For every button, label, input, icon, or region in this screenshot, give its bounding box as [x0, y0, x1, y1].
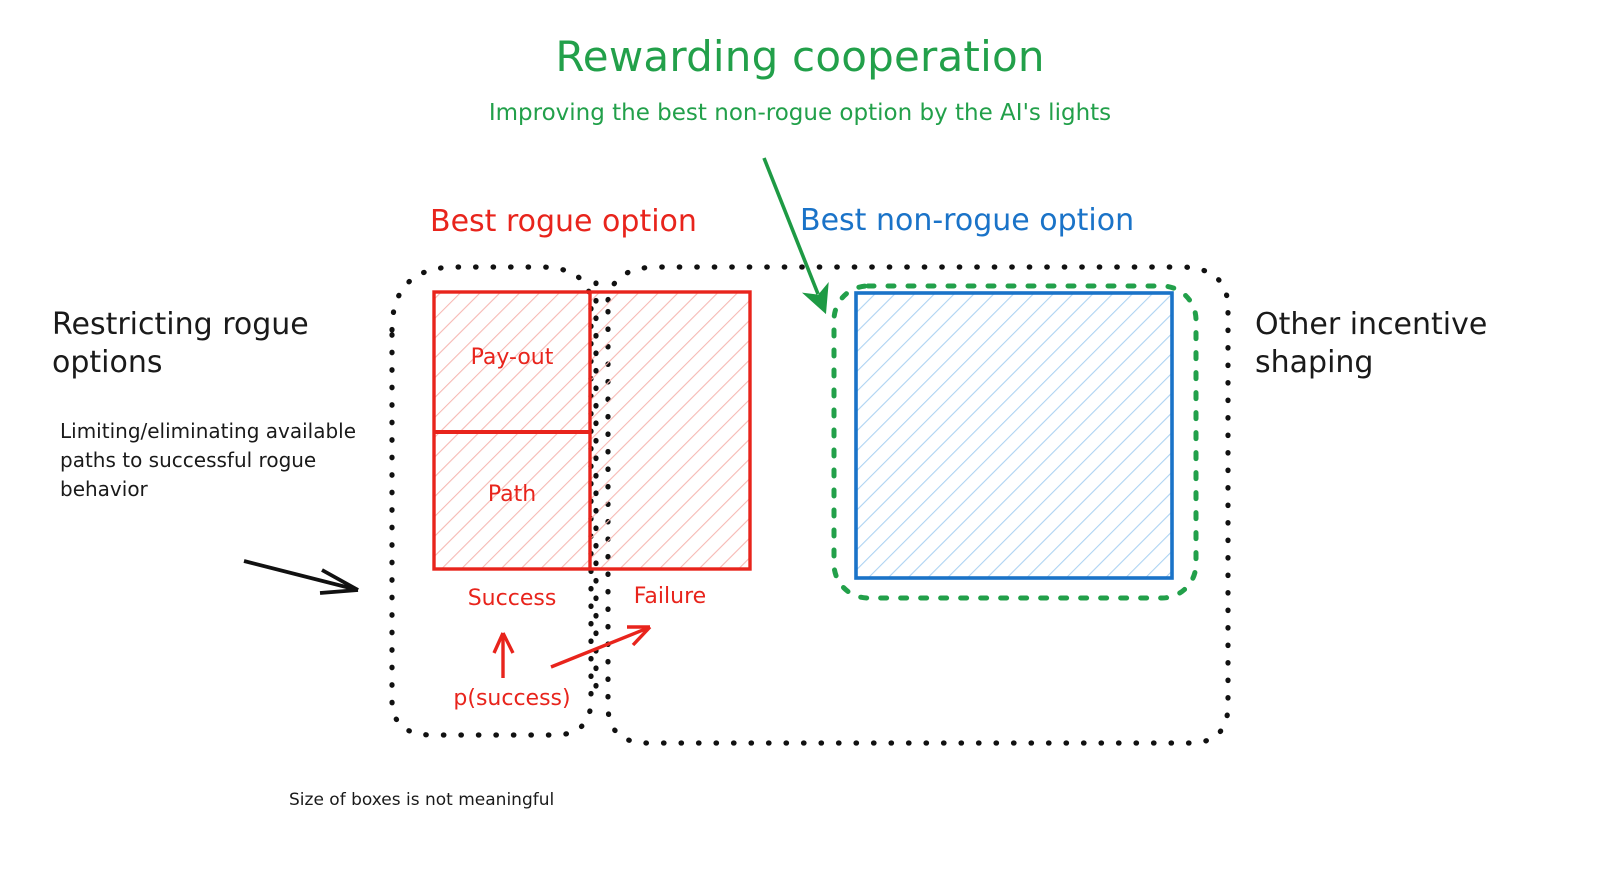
rogue-box-probability-label: p(success) [453, 686, 571, 711]
page-subtitle: Improving the best non-rogue option by t… [488, 100, 1112, 126]
rogue-box-success-label: Success [467, 586, 557, 611]
rogue-box-path-label: Path [487, 482, 537, 507]
rewarding-cooperation-highlight [831, 283, 1199, 601]
rogue-option-box [432, 290, 752, 571]
red-arrow-failure-icon [550, 625, 652, 669]
column-header-best-non-rogue-option: Best non-rogue option [800, 203, 1135, 238]
column-header-best-rogue-option: Best rogue option [430, 204, 697, 239]
left-annotation-detail: Limiting/eliminating available paths to … [60, 419, 357, 501]
black-arrow-to-rogue-container-icon [243, 559, 359, 595]
non-rogue-option-box [854, 291, 1174, 580]
container-other-incentive-shaping [605, 264, 1231, 746]
rogue-box-payout-label: Pay-out [470, 345, 554, 370]
page-title: Rewarding cooperation [555, 32, 1045, 81]
red-arrow-success-icon [492, 632, 515, 678]
right-annotation-heading: Other incentive shaping [1255, 307, 1488, 381]
left-annotation-heading: Restricting rogue options [52, 307, 309, 381]
footnote: Size of boxes is not meaningful [289, 790, 555, 810]
rogue-box-failure-label: Failure [633, 584, 707, 609]
